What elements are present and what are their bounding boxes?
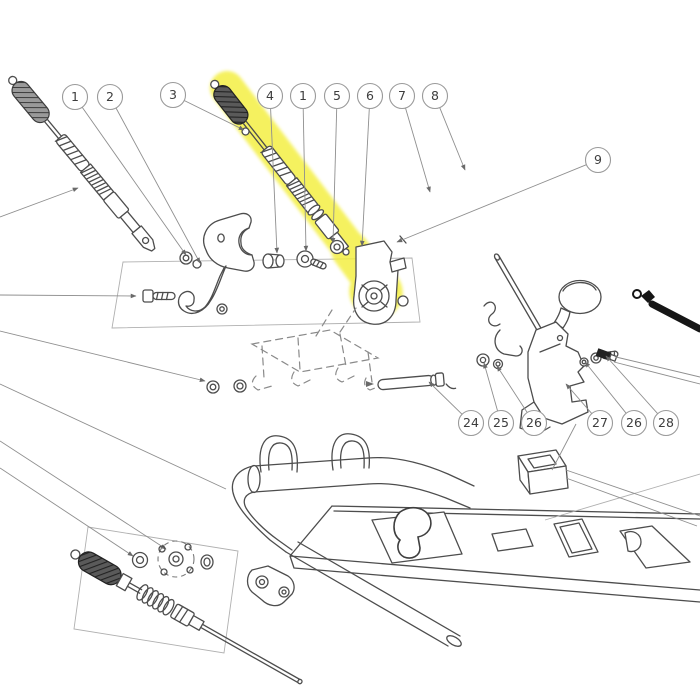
callout-number: 1 [299, 88, 307, 103]
callout-9: 9 [396, 146, 612, 243]
cable-assembly-upper-left [8, 75, 156, 252]
callout-number: 4 [266, 88, 274, 103]
callout-28: 28 [605, 355, 680, 437]
flange-and-nut-bottom [131, 540, 214, 578]
callout-number: 26 [626, 415, 642, 430]
callout-2: 2 [96, 83, 201, 264]
callout-27: 27 [565, 383, 614, 437]
callout-circle [159, 81, 187, 109]
callout-7: 7 [388, 82, 431, 193]
callout-1: 1 [289, 82, 317, 252]
callout-26: 26 [496, 365, 548, 437]
callout-leader-line [115, 107, 201, 264]
callout-26: 26 [584, 361, 648, 437]
callout-circle [652, 409, 680, 437]
callout-8: 8 [421, 82, 466, 171]
cable-assembly-bottom-left [70, 549, 303, 685]
callout-leader-line [330, 108, 338, 244]
callout-circle [457, 409, 485, 437]
callout-circle [620, 409, 648, 437]
callout-number: 6 [366, 88, 374, 103]
callout-1: 1 [61, 83, 187, 256]
callout-circle [421, 82, 449, 110]
bracket-lever-left [177, 212, 255, 315]
callout-number: 7 [398, 88, 406, 103]
callout-circle [256, 82, 284, 110]
callout-circle [487, 409, 515, 437]
callout-leader-line [184, 100, 245, 131]
callout-circle [356, 82, 384, 110]
callout-4: 4 [256, 82, 284, 254]
callout-leader-line [359, 108, 370, 247]
callout-circle [388, 82, 416, 110]
callout-circle [96, 83, 124, 111]
callout-circle [584, 146, 612, 174]
callout-number: 28 [658, 415, 674, 430]
callout-number: 1 [71, 89, 79, 104]
callout-circle [520, 409, 548, 437]
callout-number: 26 [526, 415, 542, 430]
callout-circle [586, 409, 614, 437]
callout-leader-line [565, 383, 593, 414]
callout-leader-line [483, 362, 499, 412]
callout-number: 9 [594, 152, 602, 167]
callout-circle [289, 82, 317, 110]
frame-and-deck [231, 423, 700, 647]
callout-circle [323, 82, 351, 110]
callout-6: 6 [356, 82, 384, 247]
callout-number: 27 [592, 415, 608, 430]
lever-assembly [476, 253, 619, 435]
callout-leader-line [405, 107, 431, 193]
callout-leader-line [81, 106, 187, 256]
callout-number: 5 [333, 88, 341, 103]
callout-leader-line [396, 164, 587, 243]
callout-number: 8 [431, 88, 439, 103]
callout-leader-line [605, 355, 659, 415]
panel-outline-bottom-left [73, 526, 239, 654]
callout-24: 24 [428, 381, 485, 437]
callout-number: 24 [463, 415, 479, 430]
callout-25: 25 [483, 362, 515, 437]
callout-leader-line [302, 108, 309, 252]
callout-leader-line [428, 381, 463, 415]
bracket-hidden-dashed [250, 307, 381, 391]
callout-circle [61, 83, 89, 111]
callout-3: 3 [159, 81, 245, 131]
callout-number: 25 [493, 415, 509, 430]
callouts: 1 2 3 4 1 5 6 7 8 9 24 25 26 27 26 28 [61, 81, 680, 437]
callout-leader-line [270, 108, 280, 254]
callout-number: 2 [106, 89, 114, 104]
callout-5: 5 [323, 82, 351, 244]
callout-leader-line [496, 365, 528, 413]
callout-leader-line [439, 107, 466, 171]
edge-leader-lines [0, 187, 227, 557]
callout-number: 3 [169, 87, 177, 102]
callout-leader-line [584, 361, 627, 414]
pin-and-nut-middle [206, 372, 457, 394]
